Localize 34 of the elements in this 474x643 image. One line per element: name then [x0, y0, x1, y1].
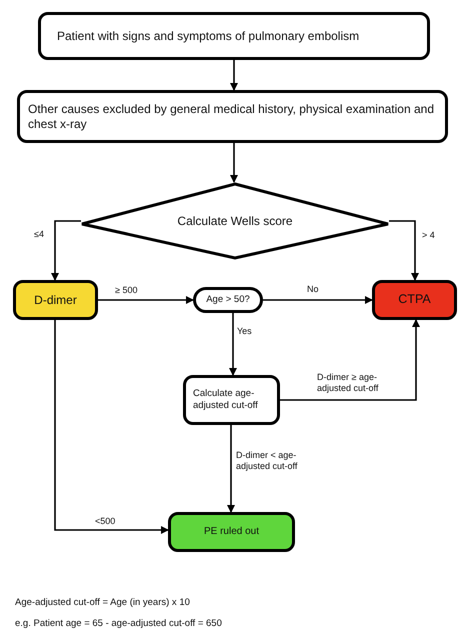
node-text: Calculate age-adjusted cut-off: [193, 388, 259, 412]
arrow: [229, 313, 237, 376]
arrow: [230, 143, 238, 183]
node-text: CTPA: [398, 292, 431, 308]
arrow: [230, 60, 238, 91]
node-text: Patient with signs and symptoms of pulmonary embolism: [57, 28, 360, 44]
node-text: PE ruled out: [204, 526, 260, 538]
node-text: D-dimer: [34, 292, 77, 308]
arrow: [51, 220, 81, 281]
arrow: [280, 319, 420, 401]
arrow: [227, 425, 235, 513]
process-box: [372, 280, 457, 320]
process-box: [168, 512, 295, 552]
edge-label: > 4: [421, 230, 436, 241]
process-box: [13, 280, 98, 320]
footnote: e.g. Patient age = 65 - age-adjusted cut-off = 650: [15, 618, 222, 629]
arrow: [54, 320, 169, 534]
edge-label: ≥ 500: [114, 285, 138, 296]
process-box: [38, 12, 430, 60]
decision-box: [193, 287, 263, 313]
node-text: Calculate Wells score: [177, 214, 293, 228]
edge-label: ≤4: [33, 229, 45, 240]
process-box: [17, 90, 448, 143]
edge-label: Yes: [236, 326, 253, 337]
footnote: Age-adjusted cut-off = Age (in years) x 10: [15, 597, 190, 608]
node-text: Other causes excluded by general medical history, physical examination and chest x-ray: [28, 102, 435, 132]
process-box: [183, 375, 280, 425]
edge-label: No: [306, 284, 320, 295]
arrow: [263, 296, 373, 304]
edge-label: <500: [94, 516, 116, 527]
arrow: [98, 296, 194, 304]
node-text: Age > 50?: [206, 294, 250, 306]
arrow: [389, 220, 419, 281]
decision-diamond: [80, 182, 390, 260]
